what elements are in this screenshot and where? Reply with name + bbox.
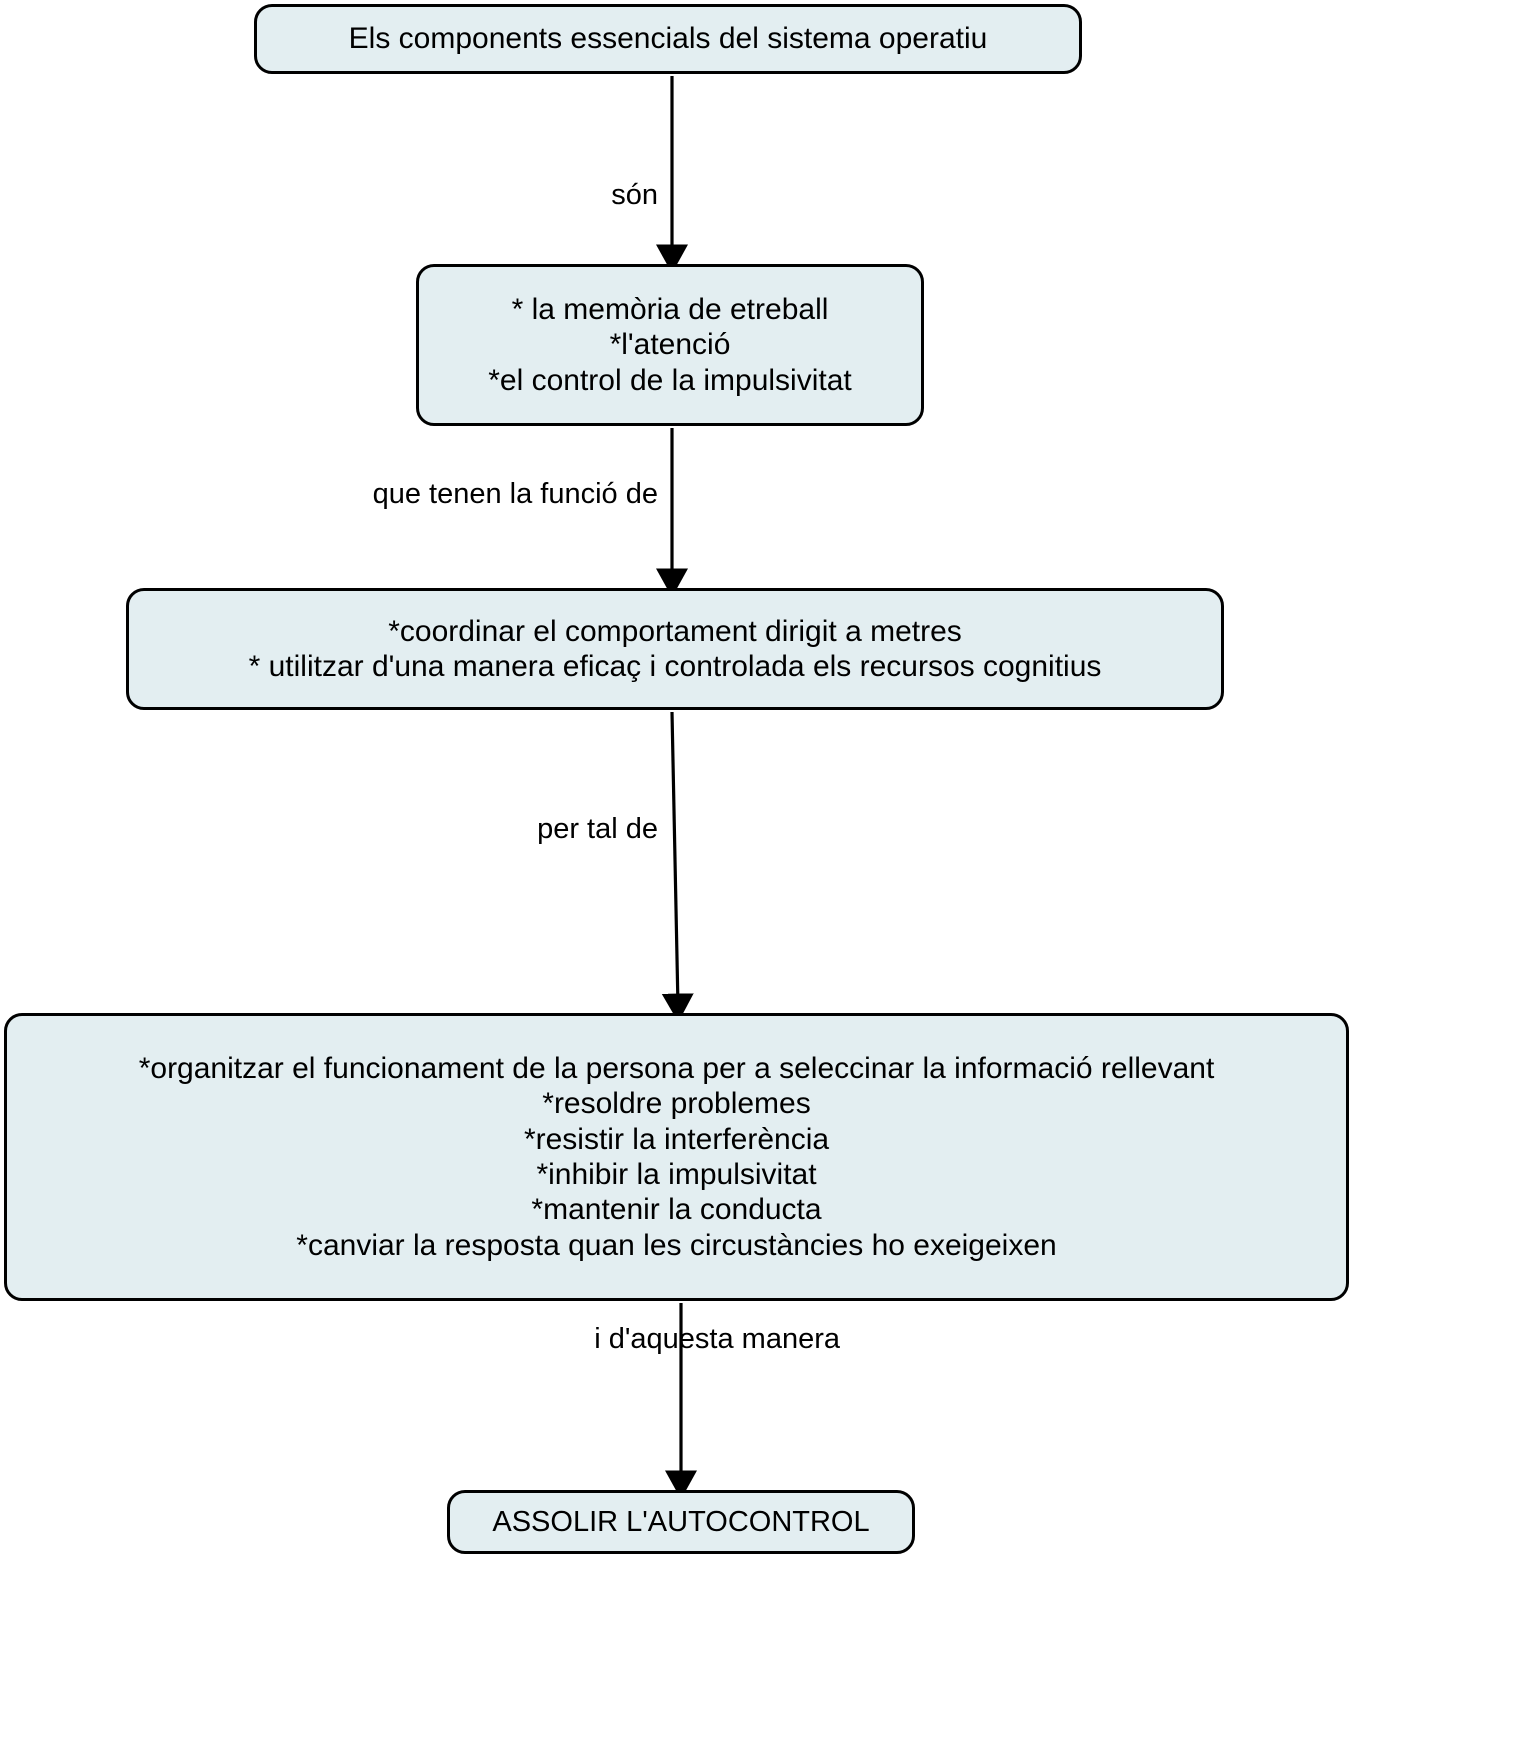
node-line: *inhibir la impulsivitat — [536, 1158, 817, 1191]
node-functions-list[interactable]: *coordinar el comportament dirigit a met… — [126, 588, 1224, 710]
node-line: Els components essencials del sistema op… — [348, 22, 988, 56]
edge-label-son: són — [611, 179, 658, 211]
node-line: *canviar la resposta quan les circustànc… — [296, 1228, 1057, 1262]
connector-line-3 — [661, 711, 694, 1023]
node-line: ASSOLIR L'AUTOCONTROL — [492, 1505, 870, 1538]
node-line: *organitzar el funcionament de la person… — [138, 1051, 1215, 1085]
node-purposes-list[interactable]: *organitzar el funcionament de la person… — [4, 1013, 1349, 1301]
node-line: *resoldre problemes — [542, 1087, 811, 1121]
edge-label-per-tal-de: per tal de — [537, 813, 658, 845]
node-line: *l'atenció — [609, 328, 731, 362]
node-line: * utilitzar d'una manera eficaç i contro… — [248, 650, 1102, 683]
node-line: * la memòria de etreball — [511, 292, 829, 326]
node-line: *el control de la impulsivitat — [488, 363, 852, 397]
edge-label-que-tenen-la-funcio-de: que tenen la funció de — [372, 478, 658, 510]
node-concept-root[interactable]: Els components essencials del sistema op… — [254, 4, 1082, 74]
node-line: *mantenir la conducta — [531, 1193, 822, 1227]
edge-label-i-daquesta-manera: i d'aquesta manera — [594, 1323, 840, 1355]
node-line: *coordinar el comportament dirigit a met… — [388, 614, 962, 648]
node-line: *resistir la interferència — [523, 1122, 830, 1156]
node-components-list[interactable]: * la memòria de etreball *l'atenció *el … — [416, 264, 924, 426]
node-outcome[interactable]: ASSOLIR L'AUTOCONTROL — [447, 1490, 915, 1554]
